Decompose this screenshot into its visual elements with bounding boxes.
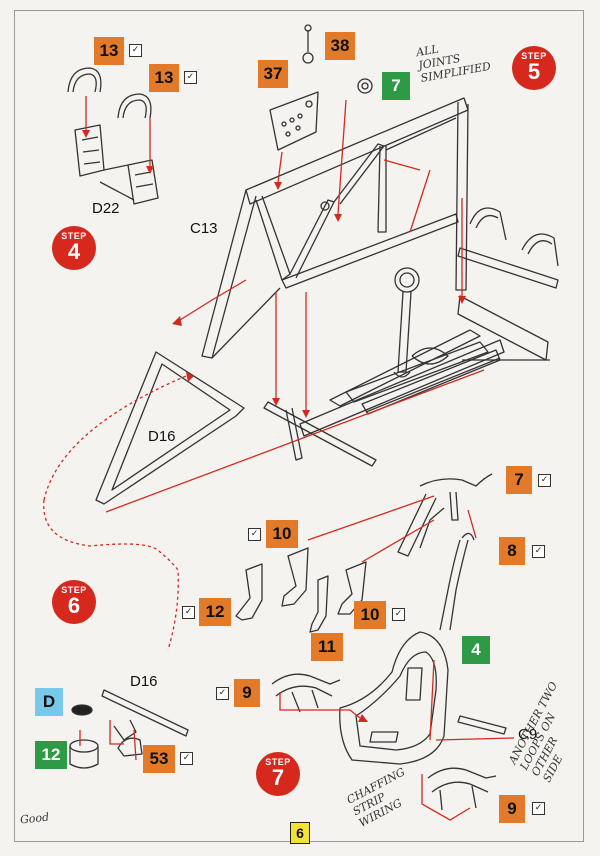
control-stick: [393, 267, 420, 378]
check-box[interactable]: ✓: [248, 528, 261, 541]
part-badge-9b: 9: [499, 795, 525, 823]
page-number: 6: [290, 822, 310, 844]
part-badge-7: 7: [506, 466, 532, 494]
label-d22: D22: [92, 200, 120, 217]
part-badge-13b: 13: [149, 64, 179, 92]
part-badge-4-green: 4: [462, 636, 490, 664]
part-badge-d-blue: D: [35, 688, 63, 716]
check-box[interactable]: ✓: [180, 752, 193, 765]
part-badge-9a: 9: [234, 679, 260, 707]
label-d16-step6: D16: [130, 673, 158, 690]
label-d16-step4: D16: [148, 428, 176, 445]
harness-brackets-right: [457, 207, 559, 289]
handle-part-13b: [117, 93, 152, 119]
check-box[interactable]: ✓: [184, 71, 197, 84]
label-c13: C13: [190, 220, 218, 237]
part-badge-12a: 12: [199, 598, 231, 626]
belt-part-9b: [427, 767, 497, 811]
gear-part-7: [357, 78, 373, 94]
rod-part-c9: [457, 715, 507, 735]
check-box[interactable]: ✓: [129, 44, 142, 57]
plate-part-37: [269, 91, 319, 151]
bracket-d22: [74, 124, 159, 205]
check-box[interactable]: ✓: [532, 545, 545, 558]
part-badge-13a: 13: [94, 37, 124, 65]
label-c9: C9: [518, 726, 538, 743]
seat-belts: [397, 473, 493, 631]
part-badge-53: 53: [143, 745, 175, 773]
clip-part-53: [113, 719, 143, 757]
part-badge-12-green: 12: [35, 741, 67, 769]
part-badge-10a: 10: [266, 520, 298, 548]
check-box[interactable]: ✓: [538, 474, 551, 487]
part-badge-8: 8: [499, 537, 525, 565]
handle-part-13a: [67, 67, 102, 93]
check-box[interactable]: ✓: [216, 687, 229, 700]
frame-c13: [201, 97, 469, 359]
part-badge-7-green: 7: [382, 72, 410, 100]
part-badge-11: 11: [311, 633, 343, 661]
seat-part-4: [339, 631, 449, 765]
link-part-38: [302, 24, 314, 64]
check-box[interactable]: ✓: [532, 802, 545, 815]
part-badge-37: 37: [258, 60, 288, 88]
part-badge-38: 38: [325, 32, 355, 60]
levers-step7: [235, 547, 367, 633]
check-box[interactable]: ✓: [182, 606, 195, 619]
drum-part-12: [69, 704, 99, 769]
check-box[interactable]: ✓: [392, 608, 405, 621]
frame-d16: [95, 351, 245, 505]
rod-d16: [101, 689, 189, 737]
part-badge-10b: 10: [354, 601, 386, 629]
cockpit-floor: [263, 295, 550, 467]
assembly-arrows: [43, 96, 515, 821]
belt-part-9a: [271, 673, 341, 713]
